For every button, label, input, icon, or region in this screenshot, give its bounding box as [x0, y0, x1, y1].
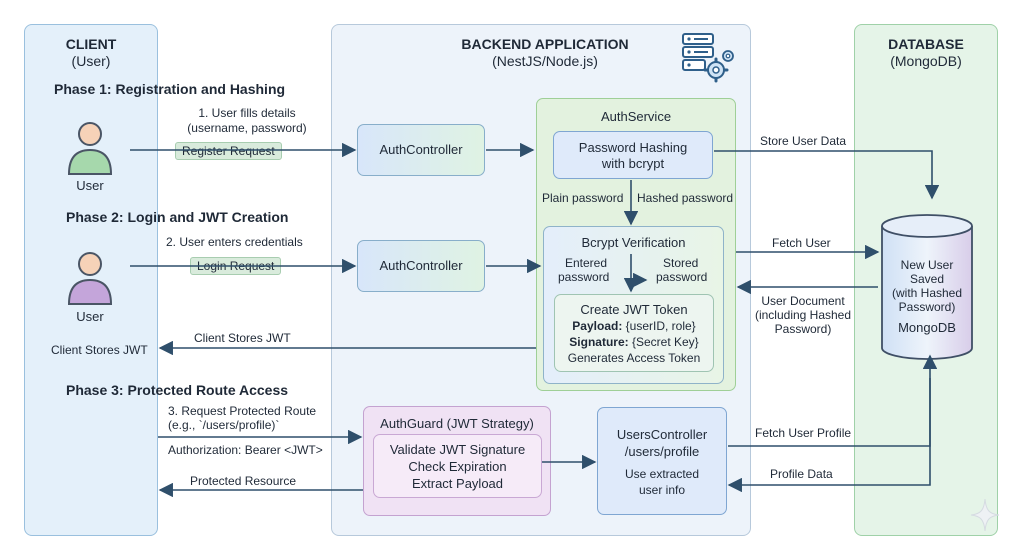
user-icon — [67, 122, 113, 175]
users-controller-route: /users/profile — [624, 444, 700, 459]
client-subtitle: (User) — [71, 53, 111, 69]
auth-controller-register: AuthController — [357, 124, 485, 176]
fetch-user-profile-label: Fetch User Profile — [755, 426, 852, 440]
client-stores-jwt-arrow-label: Client Stores JWT — [194, 331, 291, 345]
store-user-data-label: Store User Data — [760, 134, 847, 148]
user-enters-label: 2. User enters credentials — [166, 235, 303, 249]
fetch-user-profile-arrow — [728, 354, 938, 447]
db-cylinder-text: Password) — [898, 300, 956, 314]
password-hashing-box: Password Hashing with bcrypt — [553, 131, 713, 179]
password-hashing-label: Password Hashing — [578, 140, 688, 155]
auth-controller-label: AuthController — [379, 142, 463, 157]
database-subtitle: (MongoDB) — [890, 53, 962, 69]
client-title: CLIENT — [65, 36, 117, 52]
db-cylinder-text: Saved — [909, 272, 945, 286]
user-document-label-sub2: Password) — [774, 322, 832, 336]
stored-password-label-sub: password — [656, 270, 708, 284]
password-hashing-label-sub: with bcrypt — [601, 156, 665, 171]
users-controller-box: UsersController /users/profile Use extra… — [597, 407, 727, 515]
sparkle-icon — [970, 498, 1000, 532]
user-fills-label-sub: (username, password) — [187, 121, 307, 135]
database-title: DATABASE — [888, 36, 964, 52]
backend-title: BACKEND APPLICATION — [461, 36, 629, 52]
db-cylinder-text: New User — [900, 258, 954, 272]
store-user-data-arrow — [714, 150, 940, 200]
register-request-tag: Register Request — [175, 142, 282, 160]
jwt-payload-row: Payload: {userID, role} — [572, 319, 696, 333]
db-cylinder-name: MongoDB — [898, 320, 956, 335]
guard-step: Check Expiration — [408, 459, 507, 474]
entered-password-label: Entered — [565, 256, 608, 270]
request-protected-label: 3. Request Protected Route — [168, 404, 317, 418]
db-cylinder-text: (with Hashed — [891, 286, 963, 300]
users-controller-note-sub: user info — [638, 483, 686, 497]
authorization-header-label: Authorization: Bearer <JWT> — [168, 443, 323, 457]
profile-data-label: Profile Data — [770, 467, 833, 481]
backend-subtitle: (NestJS/Node.js) — [492, 53, 598, 69]
auth-service-title: AuthService — [600, 109, 672, 124]
phase2-title: Phase 2: Login and JWT Creation — [66, 209, 289, 225]
verify-compare-arrow — [630, 254, 648, 288]
users-controller-note: Use extracted — [624, 467, 700, 481]
guard-step: Extract Payload — [411, 476, 504, 491]
server-gear-icon — [682, 33, 734, 83]
phase3-title: Phase 3: Protected Route Access — [66, 382, 289, 398]
bcrypt-verification-title: Bcrypt Verification — [581, 235, 686, 250]
profile-data-arrow — [727, 378, 931, 493]
user-fills-label: 1. User fills details — [198, 106, 296, 120]
create-jwt-title: Create JWT Token — [580, 302, 688, 317]
client-stores-jwt-label: Client Stores JWT — [51, 343, 148, 357]
entered-password-label-sub: password — [558, 270, 610, 284]
request-protected-label-sub: (e.g., `/users/profile)` — [168, 418, 280, 432]
stored-password-label: Stored — [663, 256, 699, 270]
users-controller-label: UsersController — [616, 427, 708, 442]
phase1-title: Phase 1: Registration and Hashing — [54, 81, 286, 97]
jwt-signature-row: Signature: {Secret Key} — [569, 335, 699, 349]
guard-step: Validate JWT Signature — [389, 442, 526, 457]
auth-guard-title: AuthGuard (JWT Strategy) — [380, 416, 534, 431]
user-label-login: User — [76, 309, 104, 324]
auth-controller-label: AuthController — [379, 258, 463, 273]
user-icon — [67, 252, 113, 305]
create-jwt-box: Create JWT Token Payload: {userID, role}… — [554, 294, 714, 372]
auth-controller-login: AuthController — [357, 240, 485, 292]
plain-password-label: Plain password — [542, 191, 624, 205]
fetch-user-label: Fetch User — [772, 236, 831, 250]
guard-steps-box: Validate JWT Signature Check Expiration … — [373, 434, 542, 498]
user-document-label-sub: (including Hashed — [754, 308, 852, 322]
user-label-registration: User — [76, 178, 104, 193]
user-document-label: User Document — [761, 294, 845, 308]
protected-resource-label: Protected Resource — [190, 474, 297, 488]
jwt-generates-label: Generates Access Token — [567, 351, 701, 365]
hashed-password-label: Hashed password — [637, 191, 734, 205]
